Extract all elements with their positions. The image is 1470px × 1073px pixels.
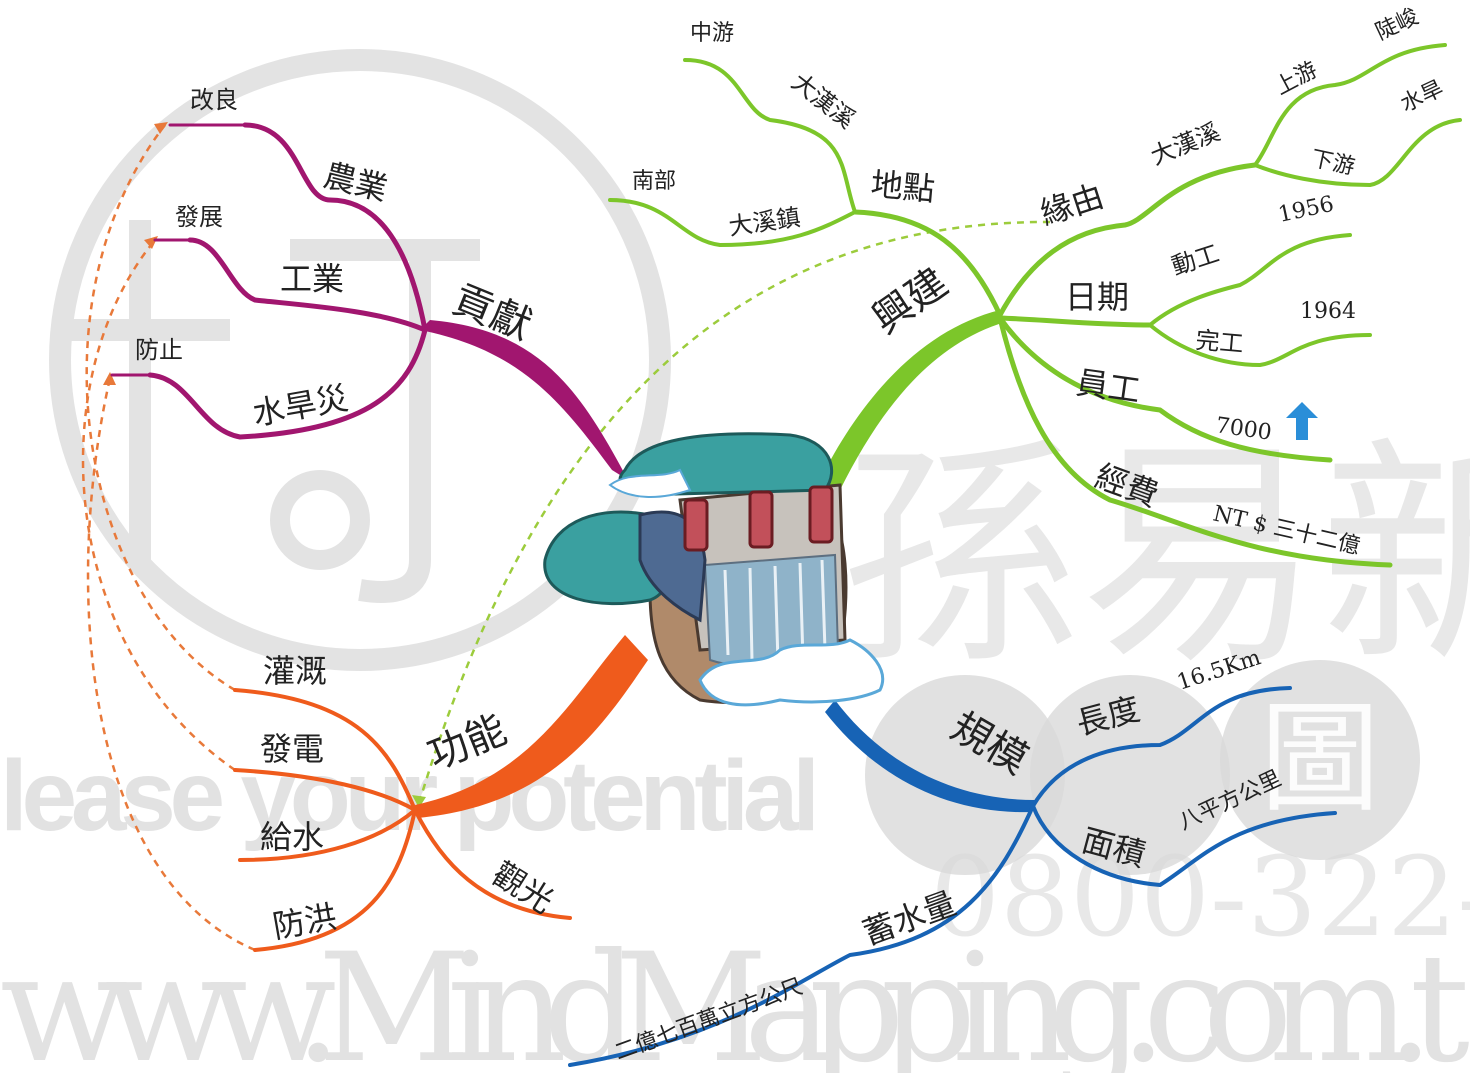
branch-length-line — [1031, 686, 1292, 808]
arrow-head-flood — [103, 372, 116, 385]
branch-date-line — [997, 315, 1153, 328]
label-date-start-year: 1956 — [1276, 192, 1336, 228]
dam-splash — [698, 638, 885, 707]
branch-function-trunk — [415, 635, 648, 818]
branch-industry-line — [187, 237, 428, 333]
dam-illustration — [543, 432, 885, 707]
branch-storage-line — [568, 804, 1035, 1067]
branch-power-line — [233, 768, 417, 812]
watermark-logo-stroke — [60, 220, 480, 603]
branch-area-line — [1031, 804, 1337, 888]
label-reason-down: 下游 — [1309, 146, 1357, 180]
watermark-seal-mid — [1030, 675, 1230, 875]
watermark-seal-left — [865, 675, 1065, 875]
dam-waterfall-streaks — [723, 559, 827, 663]
label-date-end-year: 1964 — [1300, 299, 1356, 324]
label-power: 發電 — [260, 730, 324, 768]
watermark-chars: 孫易新 — [840, 417, 1470, 697]
label-disaster: 水旱災 — [250, 379, 351, 433]
label-irrigation: 灌溉 — [263, 652, 327, 690]
dam-gate-2 — [748, 490, 774, 549]
label-industry-leaf: 發展 — [175, 203, 223, 231]
branch-reason-line — [997, 162, 1258, 318]
watermark-url: www.MindMapping.com.t — [0, 922, 1470, 1073]
label-agriculture-leaf: 改良 — [190, 86, 238, 114]
dam-gate-1 — [683, 498, 709, 552]
branch-scale-trunk — [825, 700, 1035, 813]
dam-gates — [683, 485, 834, 552]
label-staff: 員工 — [1074, 363, 1143, 410]
branch-reason-up-line — [1253, 43, 1447, 167]
dashed-link-reason-function — [418, 220, 1051, 801]
dam-gate-3 — [808, 485, 834, 544]
branch-contribution — [110, 122, 628, 480]
arrow-head-function — [412, 795, 426, 808]
label-date: 日期 — [1065, 278, 1129, 316]
branch-tourism-line — [413, 808, 572, 920]
label-reason-up: 上游 — [1271, 58, 1322, 101]
label-reason-up-leaf: 陡峻 — [1372, 4, 1422, 45]
label-location-a-leaf: 南部 — [632, 169, 676, 194]
label-date-start: 動工 — [1168, 239, 1222, 280]
watermark-seal-right — [1220, 660, 1420, 860]
branch-flood-line — [253, 808, 417, 952]
dashed-link-flood — [86, 377, 256, 952]
branch-location-line — [852, 209, 1003, 318]
branch-location-b-line — [683, 58, 857, 214]
label-reason-a: 大漢溪 — [1147, 118, 1224, 171]
branch-reason-down-line — [1253, 118, 1462, 188]
branch-location-a-line — [608, 198, 857, 248]
dashed-connectors — [81, 122, 1051, 952]
label-date-end: 完工 — [1194, 326, 1244, 358]
dam-splash-top — [608, 468, 692, 498]
arrow-head-irrigation — [154, 122, 168, 134]
branch-scale — [568, 686, 1337, 1067]
branch-function — [233, 635, 648, 952]
label-reason: 緣由 — [1036, 177, 1109, 233]
label-disaster-leaf: 防止 — [135, 336, 183, 364]
branch-date-end-line — [1148, 323, 1372, 368]
branch-cost-line — [997, 315, 1393, 568]
label-water: 給水 — [260, 818, 324, 856]
branch-agriculture-line — [242, 122, 428, 333]
watermark: 圖 孫易新 lease your potential 0800-322-99 w… — [0, 49, 1470, 1073]
branch-date-start-line — [1148, 233, 1352, 327]
branch-irrigation-line — [233, 688, 417, 812]
watermark-logo-ring — [49, 49, 671, 671]
label-construction: 興建 — [864, 260, 956, 344]
label-location-a: 大溪鎮 — [727, 203, 802, 241]
watermark-seal-char: 圖 — [1260, 690, 1380, 829]
branch-disaster-line — [147, 327, 428, 440]
up-arrow-icon — [1286, 402, 1318, 440]
branch-contribution-trunk — [420, 320, 628, 480]
label-location-b-leaf: 中游 — [690, 21, 734, 46]
watermark-logo-dot — [270, 470, 370, 570]
branch-staff-line — [997, 315, 1333, 463]
label-industry: 工業 — [280, 260, 344, 298]
label-location: 地點 — [869, 165, 936, 208]
branch-construction-trunk — [820, 310, 1005, 490]
label-reason-down-leaf: 水旱 — [1397, 76, 1447, 117]
branch-construction — [608, 43, 1462, 568]
dashed-link-irrigation — [85, 124, 236, 692]
branch-water-line — [238, 808, 417, 862]
